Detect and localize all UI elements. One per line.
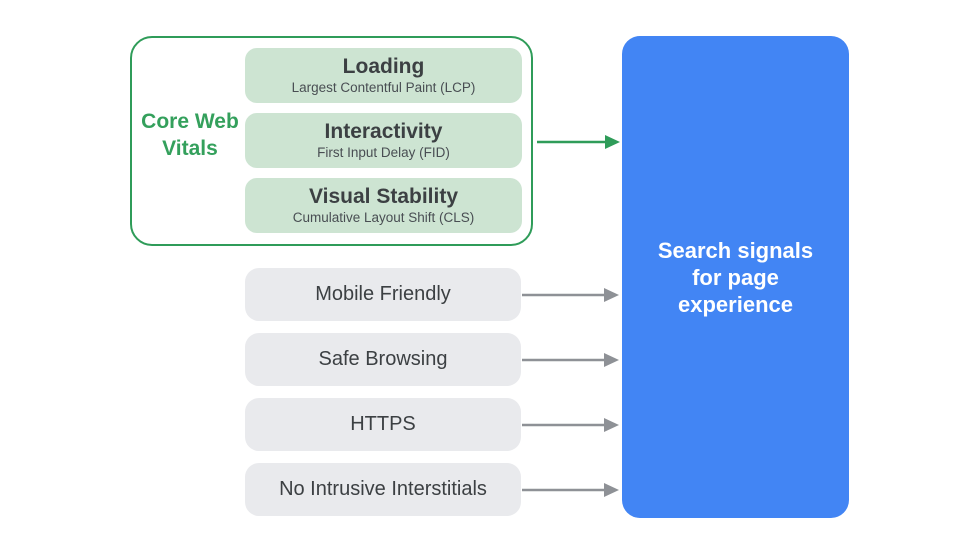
gray-arrow-https: [522, 418, 619, 432]
vital-subtitle-cls: Cumulative Layout Shift (CLS): [292, 210, 475, 225]
vital-title-interactivity: Interactivity: [324, 120, 443, 143]
search-signals-result-box: Search signals for page experience: [622, 36, 849, 518]
gray-arrow-no-intrusive-interstitials: [522, 483, 619, 497]
vital-box-interactivity: Interactivity First Input Delay (FID): [245, 113, 522, 168]
signal-box-mobile-friendly: Mobile Friendly: [245, 268, 521, 321]
gray-arrow-mobile-friendly: [522, 288, 619, 302]
vital-subtitle-fid: First Input Delay (FID): [317, 145, 450, 160]
signal-box-safe-browsing: Safe Browsing: [245, 333, 521, 386]
vital-subtitle-lcp: Largest Contentful Paint (LCP): [291, 80, 476, 95]
vital-title-visual-stability: Visual Stability: [309, 185, 458, 208]
vital-box-loading: Loading Largest Contentful Paint (LCP): [245, 48, 522, 103]
green-arrow-core-web-vitals: [537, 135, 620, 149]
signal-box-no-intrusive-interstitials: No Intrusive Interstitials: [245, 463, 521, 516]
search-signals-result-label: Search signals for page experience: [657, 237, 814, 317]
core-web-vitals-label: Core Web Vitals: [141, 110, 239, 160]
gray-arrow-safe-browsing: [522, 353, 619, 367]
signal-box-https: HTTPS: [245, 398, 521, 451]
vital-title-loading: Loading: [342, 55, 425, 78]
vital-box-visual-stability: Visual Stability Cumulative Layout Shift…: [245, 178, 522, 233]
